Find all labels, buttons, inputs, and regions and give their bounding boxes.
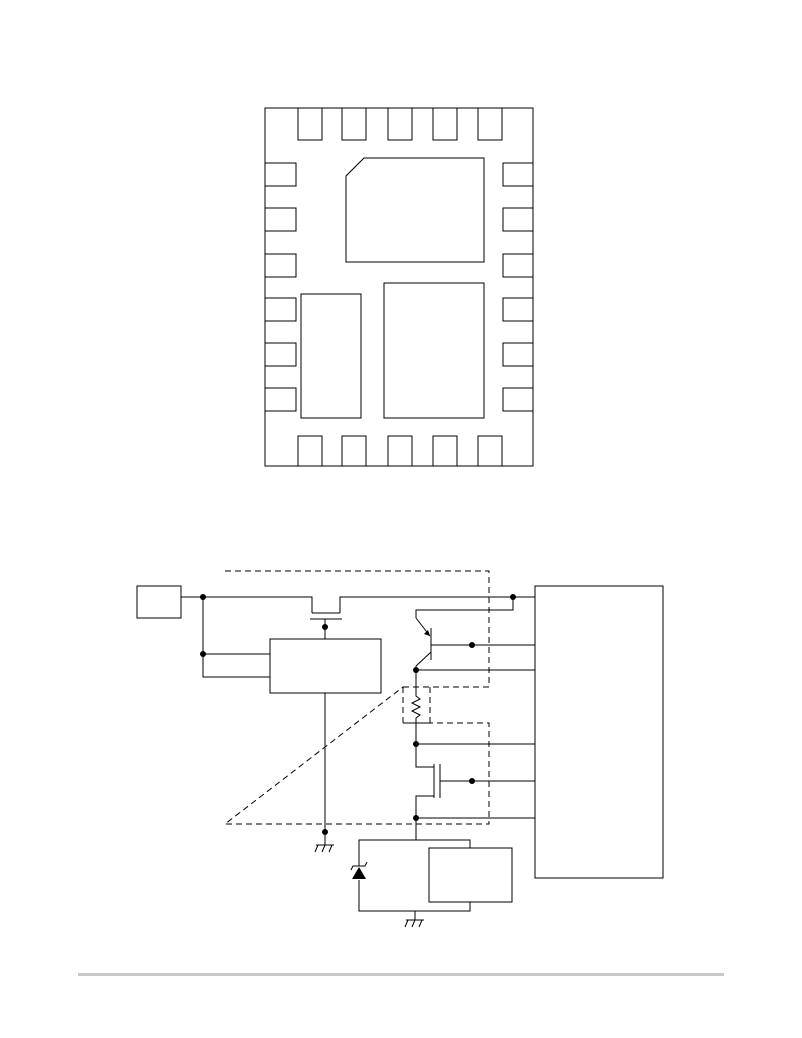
pin-left-2 — [264, 207, 297, 232]
supply-rail-left — [181, 596, 313, 613]
junction-dot — [469, 778, 475, 784]
pin-right-5 — [502, 342, 534, 367]
junction-dot — [413, 741, 419, 747]
resistor-zigzag — [410, 688, 422, 744]
zener-diode-symbol — [350, 861, 368, 879]
ground-symbol-left — [314, 844, 334, 853]
lower-mosfet — [415, 744, 535, 818]
pin-left-1 — [264, 162, 297, 187]
bjt-transistor — [415, 597, 535, 688]
pin-left-3 — [264, 253, 297, 278]
junction-dot — [413, 667, 419, 673]
pin-left-5 — [264, 342, 297, 367]
junction-dot — [413, 815, 419, 821]
pin-top-2 — [341, 107, 367, 141]
pin-top-1 — [297, 107, 323, 141]
pin-left-6 — [264, 387, 297, 412]
regulator-block — [428, 847, 513, 903]
input-wire-lower — [202, 654, 270, 678]
junction-dot — [322, 624, 328, 630]
pin-bottom-4 — [432, 435, 458, 467]
controller-block — [269, 638, 382, 694]
input-source-box — [136, 585, 182, 619]
pin-bottom-5 — [477, 435, 503, 467]
input-wire-upper — [202, 597, 270, 655]
pin-bottom-1 — [297, 435, 323, 467]
pin-left-4 — [264, 297, 297, 322]
exposed-pad-left — [300, 293, 362, 419]
pin-right-2 — [502, 207, 534, 232]
pin-bottom-2 — [341, 435, 367, 467]
pin-right-3 — [502, 253, 534, 278]
circuit-schematic — [136, 570, 664, 928]
junction-dot — [322, 829, 328, 835]
pin-top-4 — [432, 107, 458, 141]
exposed-pad-right — [383, 282, 485, 419]
ic-boundary-dashed — [223, 570, 490, 825]
regulator-loop-top — [358, 839, 471, 866]
package-pinout — [264, 107, 534, 467]
pin-bottom-3 — [387, 435, 413, 467]
junction-dot — [200, 594, 206, 600]
load-block — [534, 585, 664, 879]
pin-top-5 — [477, 107, 503, 141]
exposed-pad-large — [345, 157, 485, 263]
pin-right-6 — [502, 387, 534, 412]
pin-right-1 — [502, 162, 534, 187]
pin-right-4 — [502, 297, 534, 322]
junction-dot — [510, 594, 516, 600]
footer-rule — [78, 973, 724, 976]
pin-top-3 — [387, 107, 413, 141]
junction-dot — [200, 651, 206, 657]
junction-dot — [469, 642, 475, 648]
supply-rail-right — [339, 596, 535, 613]
ground-symbol-bottom — [404, 919, 424, 928]
